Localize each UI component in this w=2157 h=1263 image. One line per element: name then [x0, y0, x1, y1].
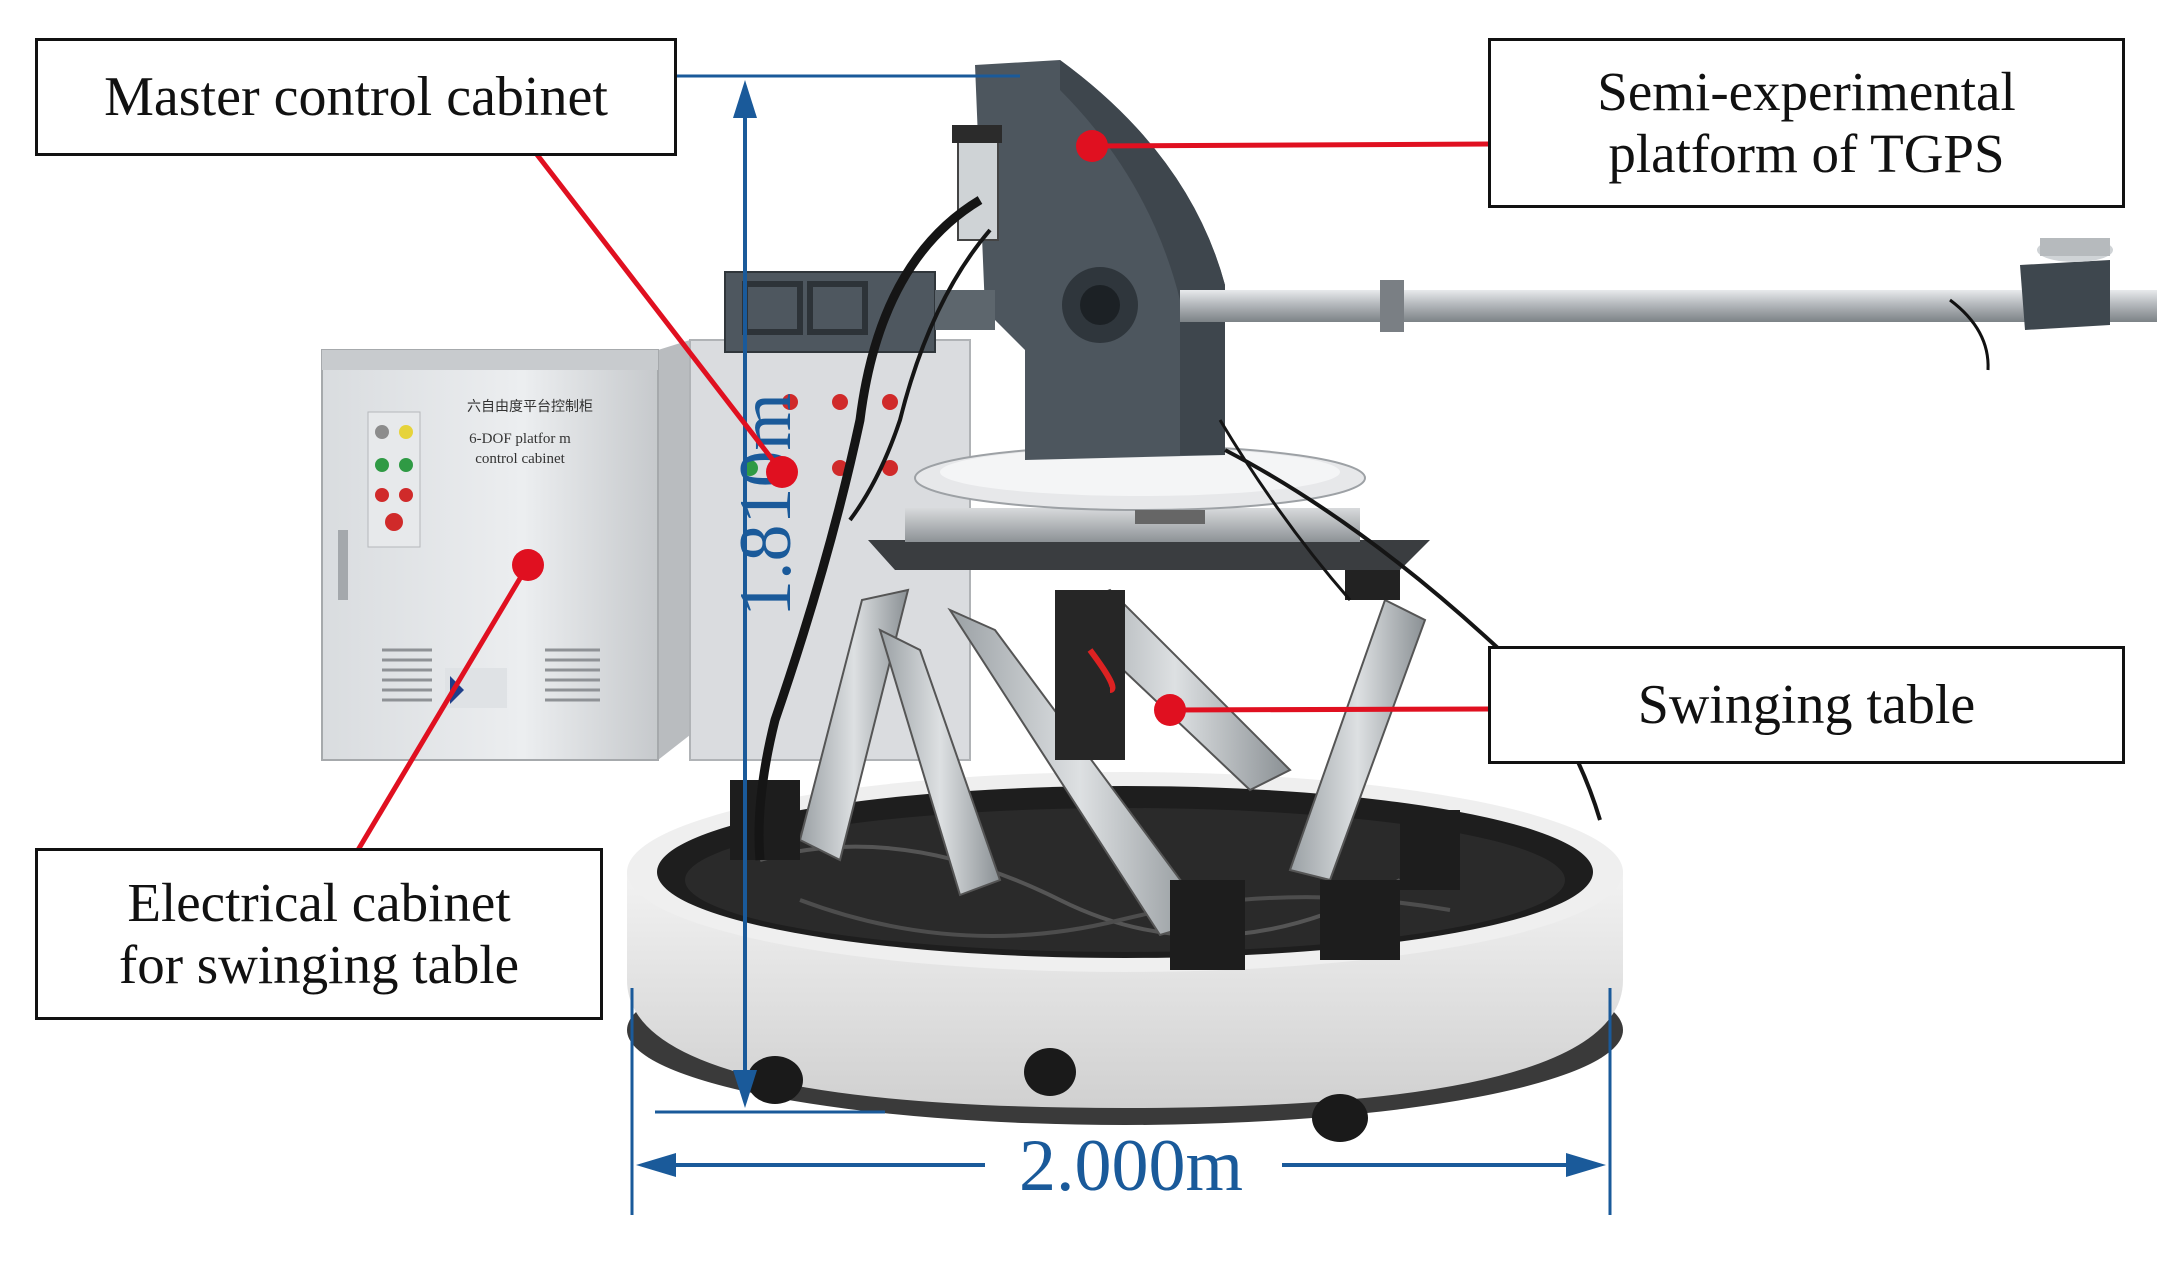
height-dimension	[648, 74, 1020, 1114]
height-label: 1.810m	[725, 393, 807, 617]
callout-swing-text: Swinging table	[1637, 673, 1976, 736]
tgps-marker	[1076, 130, 1108, 162]
callout-electrical-cabinet: Electrical cabinet for swinging table	[35, 848, 603, 1020]
master-cabinet-marker	[766, 456, 798, 488]
caster-wheel	[747, 1056, 803, 1104]
callout-semi-line1: Semi-experimental	[1597, 61, 2016, 123]
cabinet-label-line1: 6-DOF platfor m	[469, 431, 571, 447]
callout-master-text: Master control cabinet	[104, 65, 608, 128]
leader-lines	[355, 130, 1491, 852]
caster-wheel	[1312, 1094, 1368, 1142]
hexapod-legs	[730, 555, 1460, 970]
cabinet-vent	[382, 648, 600, 702]
cabinet-label-line2: control cabinet	[475, 451, 565, 467]
cabinet-chinese-label: 六自由度平台控制柜	[467, 399, 593, 415]
callout-swinging-table: Swinging table	[1488, 646, 2125, 764]
callout-semi-line2: platform of TGPS	[1608, 123, 2005, 184]
callout-elec-line2: for swinging table	[118, 934, 520, 995]
callout-elec-line1: Electrical cabinet	[127, 872, 511, 934]
tgps-platform	[724, 60, 2157, 460]
width-dimension	[630, 988, 1612, 1215]
width-label: 2.000m	[1019, 1125, 1243, 1207]
moving-platform	[868, 445, 1430, 570]
callout-master-control-cabinet: Master control cabinet	[35, 38, 677, 156]
swinging-table-marker	[1154, 694, 1186, 726]
callout-semi-experimental-platform: Semi-experimental platform of TGPS	[1488, 38, 2125, 208]
electrical-cabinet-marker	[512, 549, 544, 581]
electrical-cabinet: 六自由度平台控制柜 6-DOF platfor m control cabine…	[321, 340, 690, 761]
caster-wheel	[1024, 1048, 1076, 1096]
